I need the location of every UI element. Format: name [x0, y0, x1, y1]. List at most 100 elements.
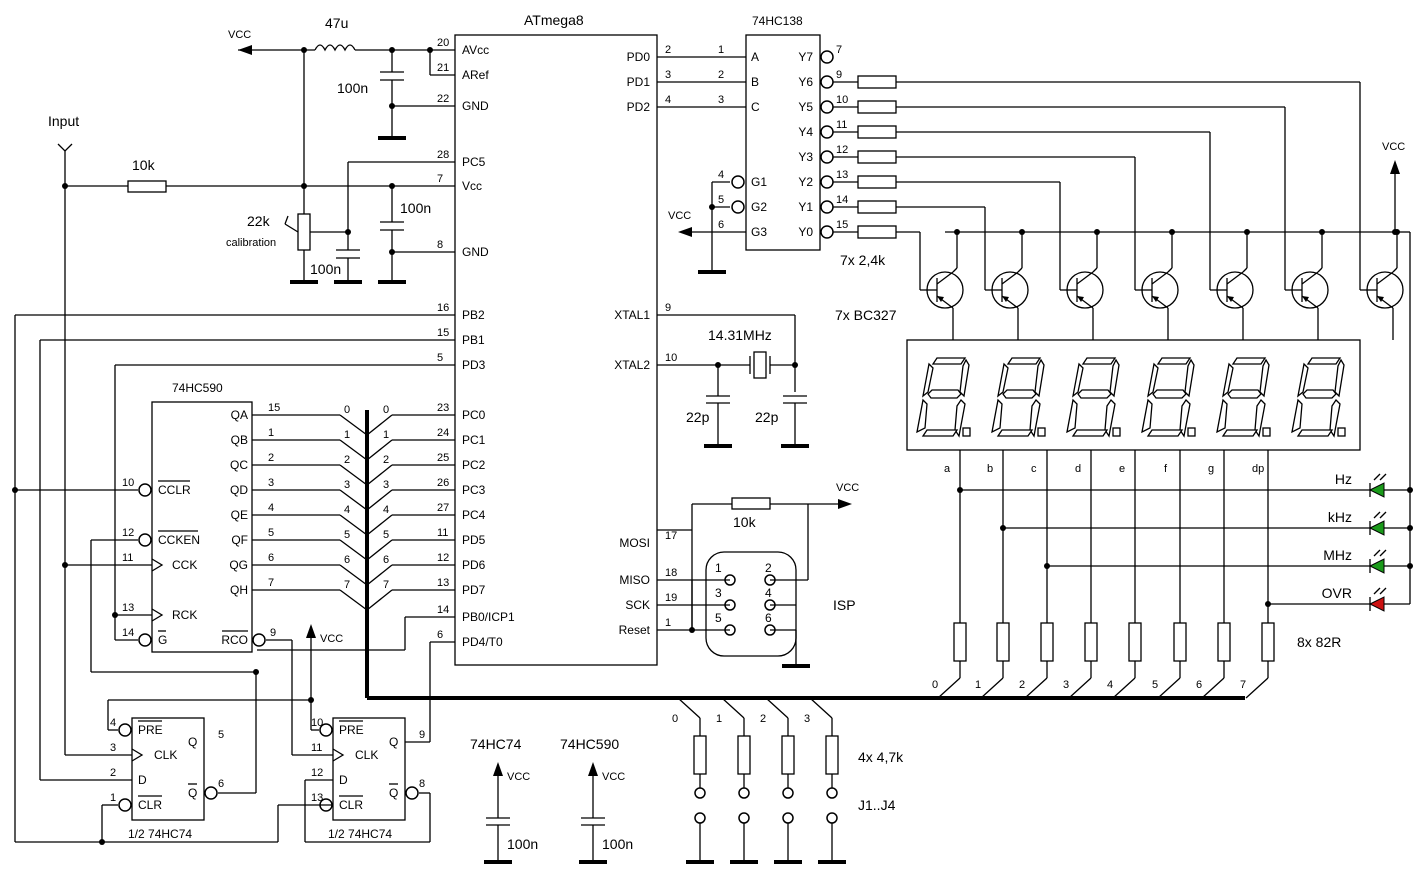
counter-pin-num: 2 [268, 452, 274, 464]
counter-pin-num: 7 [268, 577, 274, 589]
74hc74-a-chip [131, 717, 205, 821]
mcu-pin-avcc: AVcc [462, 43, 489, 57]
decoder-pin-num: 3 [718, 94, 724, 106]
ff-b-pin-num: 11 [311, 742, 322, 754]
ff-a-pin-clr: CLR [138, 798, 162, 812]
segment-resistor [1217, 622, 1231, 662]
jumper-pad [694, 787, 706, 799]
counter-pin-cclr: CCLR [158, 483, 191, 497]
decoder-pin-num: 13 [836, 169, 848, 181]
inductor-label: 47u [325, 15, 348, 31]
isp-header [705, 551, 797, 657]
mcu-pin-xtal1: XTAL1 [614, 308, 650, 322]
ff-a-pin-num: 6 [218, 778, 224, 790]
counter-pin-qh: QH [230, 583, 248, 597]
seven-segment-display [906, 339, 1361, 451]
decoder-pin-num: 9 [836, 69, 842, 81]
segment-label-a: a [944, 463, 951, 475]
jumper-pad [826, 812, 838, 824]
segment-bus-index: 0 [932, 679, 938, 691]
resistor-10k-input [127, 180, 167, 193]
vcc-label-isp: VCC [836, 482, 859, 494]
decoder-pin-y5: Y5 [798, 100, 813, 114]
counter-pin-rco: RCO [221, 633, 248, 647]
counter-pin-num: 3 [268, 477, 274, 489]
counter-pin-qe: QE [231, 508, 248, 522]
mcu-pin-pc1: PC1 [462, 433, 486, 447]
mcu-pin-num: 9 [665, 302, 671, 314]
ff-b-pin-clr: CLR [339, 798, 363, 812]
counter-pin-cck: CCK [172, 558, 197, 572]
ff-a-pin-num: 3 [110, 742, 116, 754]
mcu-pin-pc0: PC0 [462, 408, 486, 422]
decoder-pin-num: 11 [836, 119, 847, 131]
mcu-pin-num: 23 [437, 402, 449, 414]
counter-pin-num: 15 [268, 402, 280, 414]
isp-pin-num: 2 [765, 561, 772, 575]
ff-a-pin-d: D [138, 773, 147, 787]
mcu-pin-gnd: GND [462, 99, 489, 113]
counter-pin-num: 6 [268, 552, 274, 564]
mcu-pin-pd3: PD3 [462, 358, 486, 372]
segment-label-d: d [1075, 463, 1081, 475]
jumper-pad [782, 812, 794, 824]
counter-pin-num: 9 [270, 627, 276, 639]
segment-label-e: e [1119, 463, 1125, 475]
mcu-pin-num: 5 [437, 352, 443, 364]
ff-a-pin-qbar: Q [188, 786, 197, 800]
mcu-pin-pd7: PD7 [462, 583, 486, 597]
mcu-pin-xtal2: XTAL2 [614, 358, 650, 372]
resistor-10k-reset [731, 497, 771, 510]
bypass-b-label: 74HC590 [560, 736, 619, 752]
mcu-pin-num: 22 [437, 93, 449, 105]
mcu-pin-num: 6 [437, 629, 443, 641]
cap-vcc-label: 100n [400, 200, 431, 216]
segment-label-g: g [1208, 463, 1214, 475]
decoder-pin-num: 15 [836, 219, 848, 231]
mcu-pin-num: 12 [437, 552, 449, 564]
decoder-pin-num: 6 [718, 219, 724, 231]
led-label-khz: kHz [1328, 509, 1352, 525]
crystal [753, 351, 767, 379]
driver-resistor [857, 125, 897, 139]
mcu-pin-num: 14 [437, 604, 449, 616]
counter-pin-num: 11 [122, 552, 133, 564]
segment-bus-index: 3 [1063, 679, 1069, 691]
decoder-pin-num: 1 [718, 44, 724, 56]
mcu-pin-num: 18 [665, 567, 677, 579]
driver-resistors-label: 7x 2,4k [840, 252, 886, 268]
mcu-pin-reset: Reset [619, 623, 651, 637]
transistor-bc327 [1066, 271, 1104, 309]
bus-index-left: 2 [344, 454, 350, 466]
decoder-pin-y0: Y0 [798, 225, 813, 239]
segment-label-c: c [1031, 463, 1037, 475]
jumper-pad [738, 812, 750, 824]
bus-index-right: 5 [383, 529, 389, 541]
bypass-a-value: 100n [507, 836, 538, 852]
mcu-pin-num: 7 [437, 173, 443, 185]
mcu-pin-vcc: Vcc [462, 179, 482, 193]
ff-b-pin-num: 13 [311, 792, 323, 804]
segment-bus-index: 6 [1196, 679, 1202, 691]
segment-label-b: b [987, 463, 993, 475]
decoder-enable: VCC [668, 181, 746, 274]
jumper-resistor [693, 735, 707, 775]
trimmer-22k [297, 213, 311, 251]
vcc-label-ff: VCC [320, 633, 343, 645]
trimmer-label: 22k [247, 213, 271, 229]
decoder-pin-num: 4 [718, 169, 724, 181]
counter-pin-g: G [158, 633, 167, 647]
bypass-caps: 74HC74 74HC590 VCC 100n VCC 100n [470, 736, 633, 864]
isp-pin-num: 1 [715, 561, 722, 575]
decoder-pin-y7: Y7 [798, 50, 813, 64]
mcu-pin-pc2: PC2 [462, 458, 486, 472]
segment-resistor [1128, 622, 1142, 662]
cap-avcc-label: 100n [337, 80, 368, 96]
transistor-bc327 [991, 271, 1029, 309]
segment-label-f: f [1164, 463, 1168, 475]
led-indicator [1368, 520, 1385, 536]
mcu-pin-aref: ARef [462, 68, 489, 82]
mcu-pin-sck: SCK [625, 598, 650, 612]
